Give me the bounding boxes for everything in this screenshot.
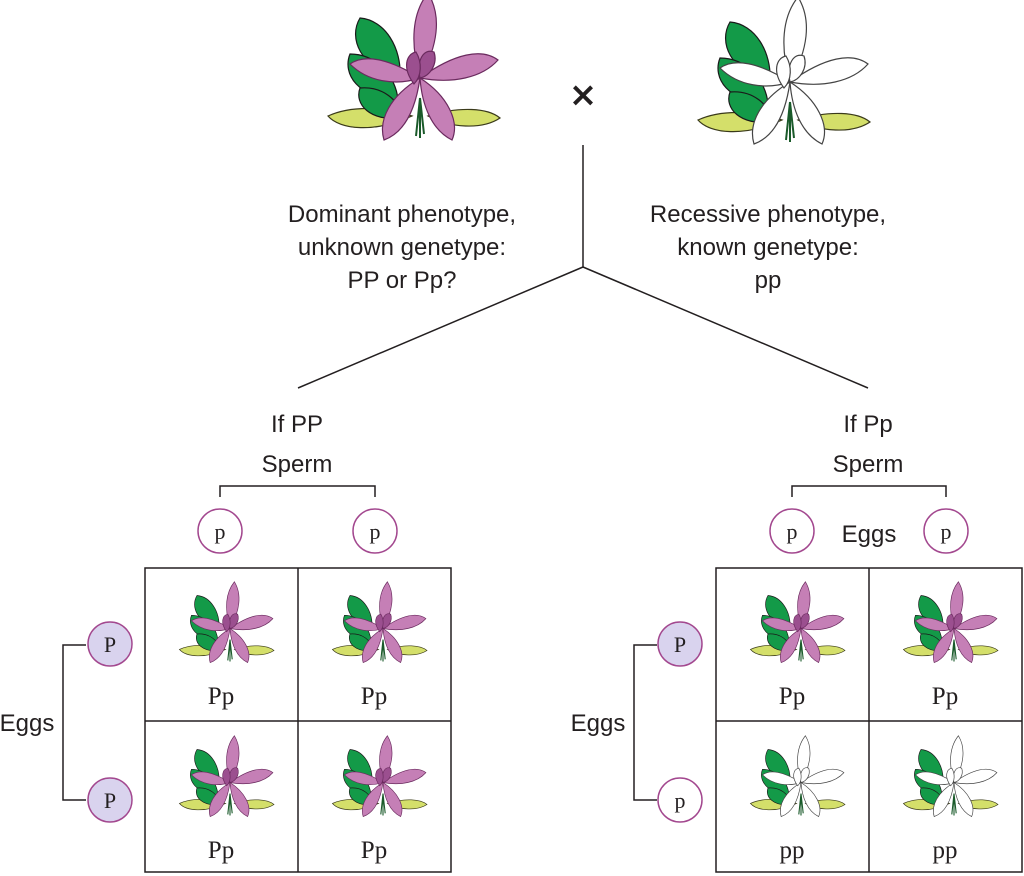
right-eggs-bracket bbox=[633, 644, 657, 801]
svg-text:Pp: Pp bbox=[208, 683, 234, 710]
recessive-caption-line-1: Recessive phenotype, bbox=[650, 201, 886, 228]
right-top-eggs-label: Eggs bbox=[842, 521, 897, 548]
right-offspring-cell: pp bbox=[749, 735, 846, 864]
right-eggs-label: Eggs bbox=[571, 710, 626, 737]
branch-lines bbox=[297, 145, 869, 389]
right-offspring-cell: Pp bbox=[749, 581, 846, 710]
right-egg-allele: p bbox=[657, 777, 703, 823]
dominant-caption-line-3: PP or Pp? bbox=[348, 267, 457, 294]
left-eggs-bracket bbox=[62, 644, 86, 801]
right-egg-allele: P bbox=[657, 621, 703, 667]
right-sperm-allele: p bbox=[923, 508, 969, 554]
left-cross: If PP Sperm p p Eggs P P Pp bbox=[0, 411, 452, 873]
cross-symbol: × bbox=[569, 75, 598, 115]
right-sperm-bracket bbox=[791, 485, 947, 497]
left-offspring-cell: Pp bbox=[178, 735, 275, 864]
right-sperm-allele: p bbox=[769, 508, 815, 554]
svg-text:pp: pp bbox=[933, 837, 958, 864]
svg-text:p: p bbox=[370, 519, 381, 544]
svg-text:p: p bbox=[787, 519, 798, 544]
dominant-caption-line-1: Dominant phenotype, bbox=[288, 201, 516, 228]
right-sperm-label: Sperm bbox=[833, 451, 904, 478]
svg-text:Pp: Pp bbox=[361, 683, 387, 710]
svg-text:Pp: Pp bbox=[208, 837, 234, 864]
left-punnett-square bbox=[144, 567, 452, 873]
svg-text:p: p bbox=[215, 519, 226, 544]
right-offspring-cell: Pp bbox=[902, 581, 999, 710]
left-sperm-allele: p bbox=[352, 508, 398, 554]
svg-text:p: p bbox=[941, 519, 952, 544]
svg-text:pp: pp bbox=[780, 837, 805, 864]
right-offspring-cell: pp bbox=[902, 735, 999, 864]
svg-text:P: P bbox=[104, 632, 116, 657]
svg-text:P: P bbox=[674, 632, 686, 657]
left-eggs-label: Eggs bbox=[0, 710, 54, 737]
parent-dominant-flower-icon bbox=[327, 0, 501, 141]
svg-text:p: p bbox=[675, 788, 686, 813]
parent-recessive-flower-icon bbox=[697, 0, 871, 145]
svg-text:Pp: Pp bbox=[779, 683, 805, 710]
recessive-caption-line-2: known genetype: bbox=[677, 234, 858, 261]
left-sperm-bracket bbox=[219, 485, 376, 497]
parent-recessive-caption: Recessive phenotype, known genetype: pp bbox=[650, 201, 886, 294]
right-cross: If Pp Sperm p p Eggs Eggs P p Pp bbox=[571, 411, 1023, 873]
right-condition-label: If Pp bbox=[843, 411, 892, 438]
dominant-caption-line-2: unknown genetype: bbox=[298, 234, 506, 261]
left-offspring-cell: Pp bbox=[331, 735, 428, 864]
right-punnett-square bbox=[715, 567, 1023, 873]
parent-dominant-caption: Dominant phenotype, unknown genetype: PP… bbox=[288, 201, 516, 294]
svg-text:P: P bbox=[104, 788, 116, 813]
left-sperm-allele: p bbox=[197, 508, 243, 554]
left-condition-label: If PP bbox=[271, 411, 323, 438]
left-egg-allele: P bbox=[87, 777, 133, 823]
left-egg-allele: P bbox=[87, 621, 133, 667]
svg-text:Pp: Pp bbox=[361, 837, 387, 864]
recessive-caption-line-3: pp bbox=[755, 267, 782, 294]
left-offspring-cell: Pp bbox=[178, 581, 275, 710]
left-offspring-cell: Pp bbox=[331, 581, 428, 710]
left-sperm-label: Sperm bbox=[262, 451, 333, 478]
svg-text:Pp: Pp bbox=[932, 683, 958, 710]
